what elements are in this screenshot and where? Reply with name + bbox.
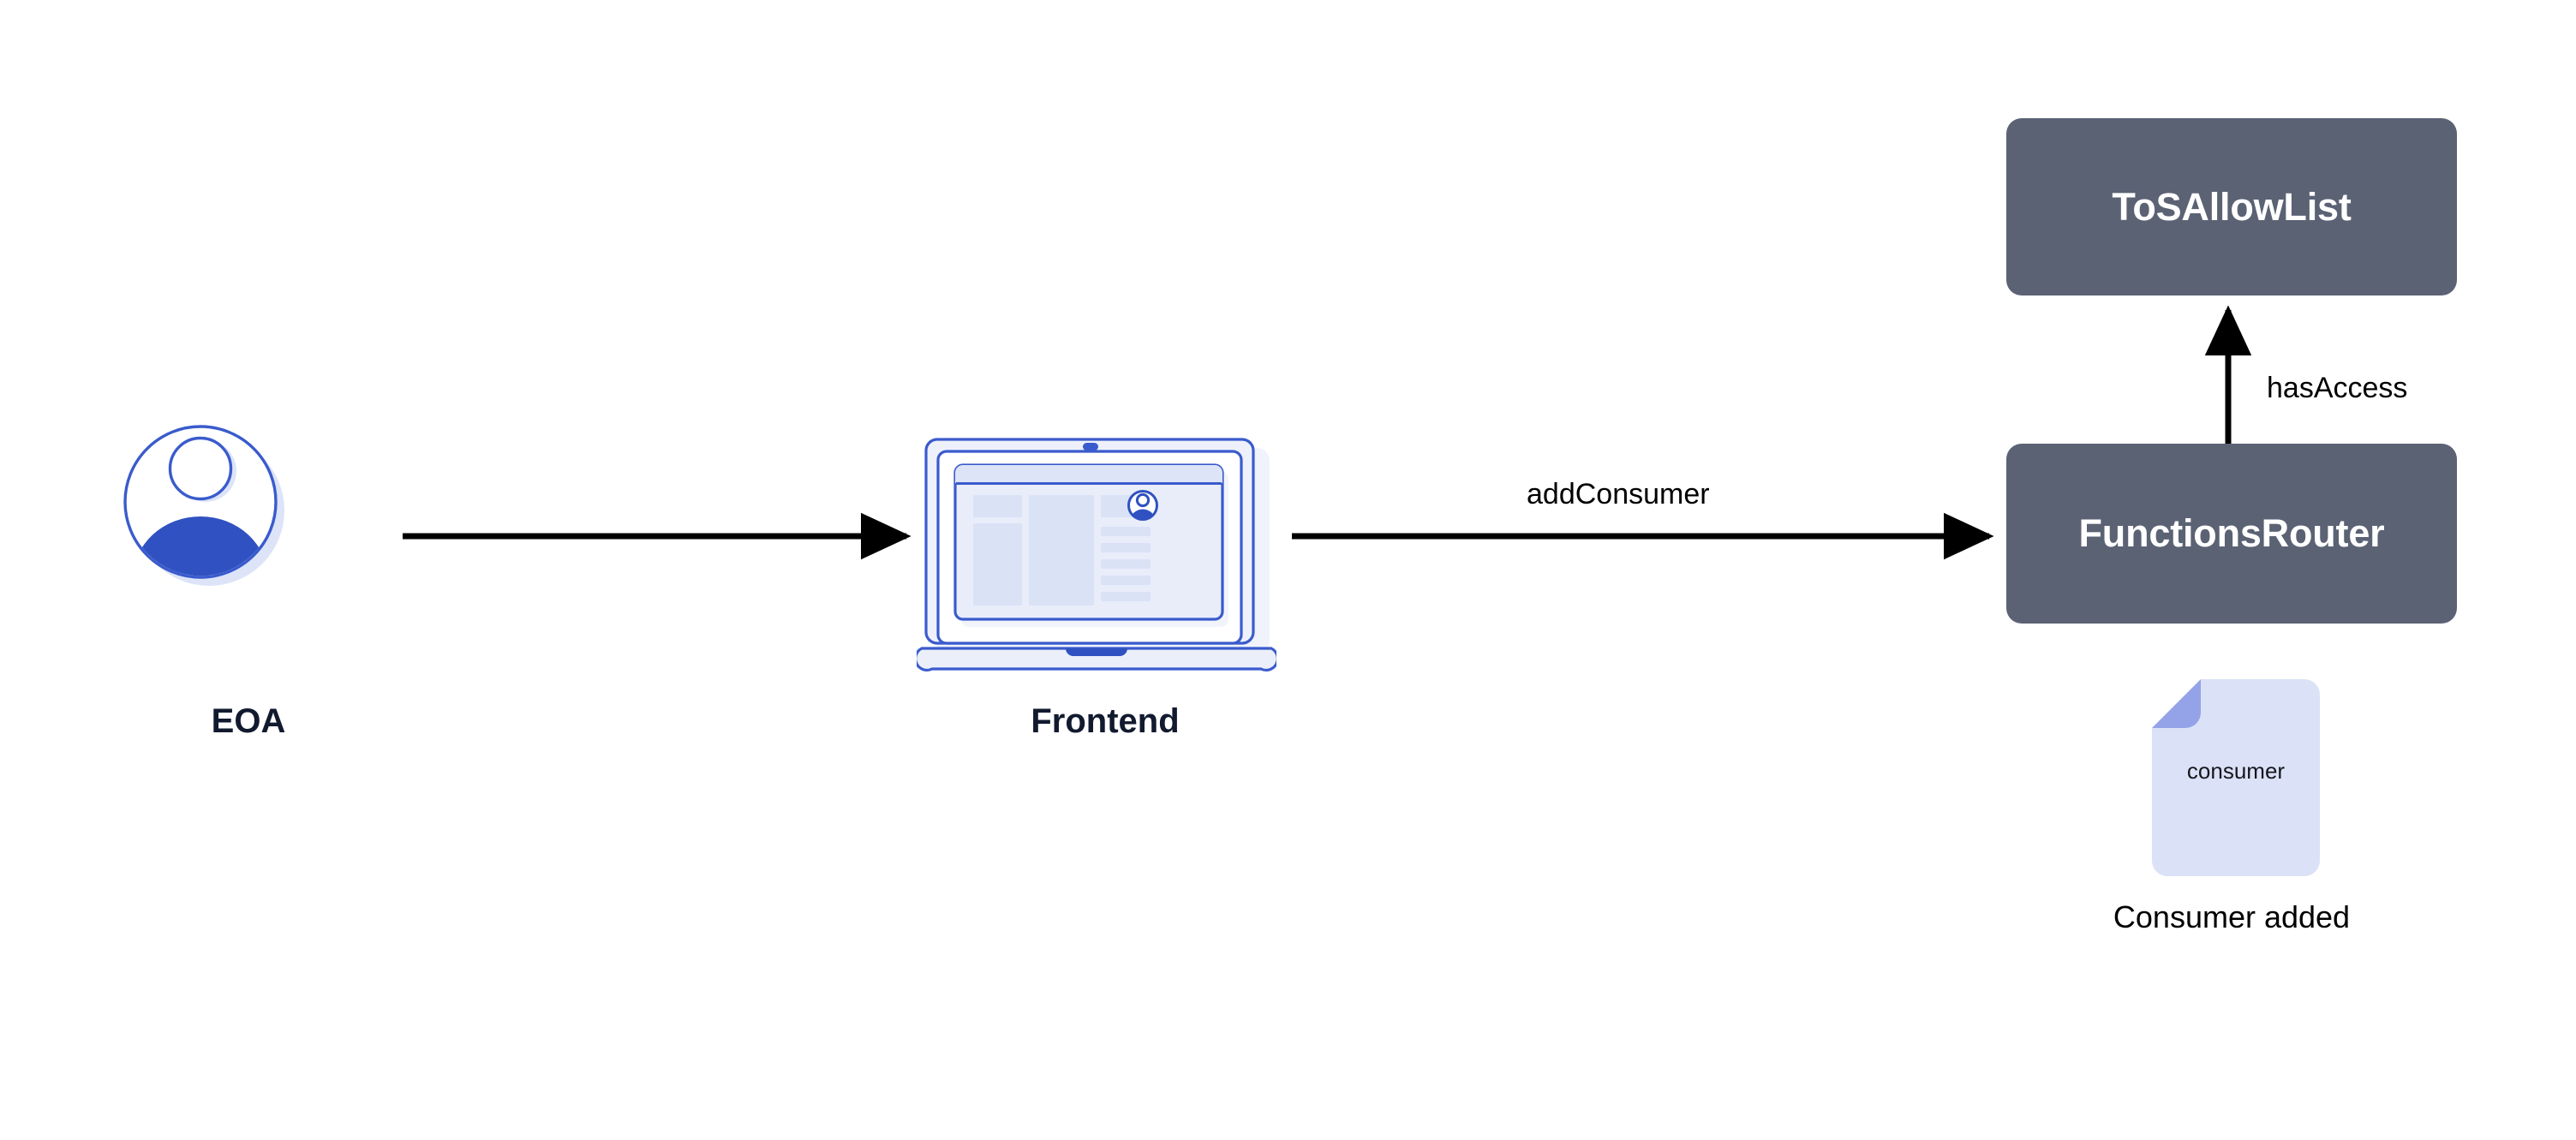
eoa-label: EOA <box>211 702 286 740</box>
frontend-label: Frontend <box>1031 702 1180 740</box>
laptop-screen <box>953 463 1224 621</box>
edge-label-addconsumer: addConsumer <box>1527 478 1710 510</box>
node-tosallowlist-label: ToSAllowList <box>2112 184 2352 229</box>
consumer-added-caption: Consumer added <box>2113 899 2351 934</box>
node-tosallowlist[interactable]: ToSAllowList <box>2006 118 2457 295</box>
node-functionsrouter[interactable]: FunctionsRouter <box>2006 444 2457 624</box>
document-icon <box>2152 679 2320 876</box>
laptop-icon <box>917 438 1276 672</box>
laptop-base <box>917 647 1276 672</box>
eoa-avatar-icon <box>123 425 284 586</box>
edge-label-hasaccess: hasAccess <box>2267 372 2408 404</box>
document-icon-label: consumer <box>2186 758 2286 784</box>
screen-avatar-icon <box>1127 490 1158 521</box>
node-functionsrouter-label: FunctionsRouter <box>2078 511 2385 555</box>
